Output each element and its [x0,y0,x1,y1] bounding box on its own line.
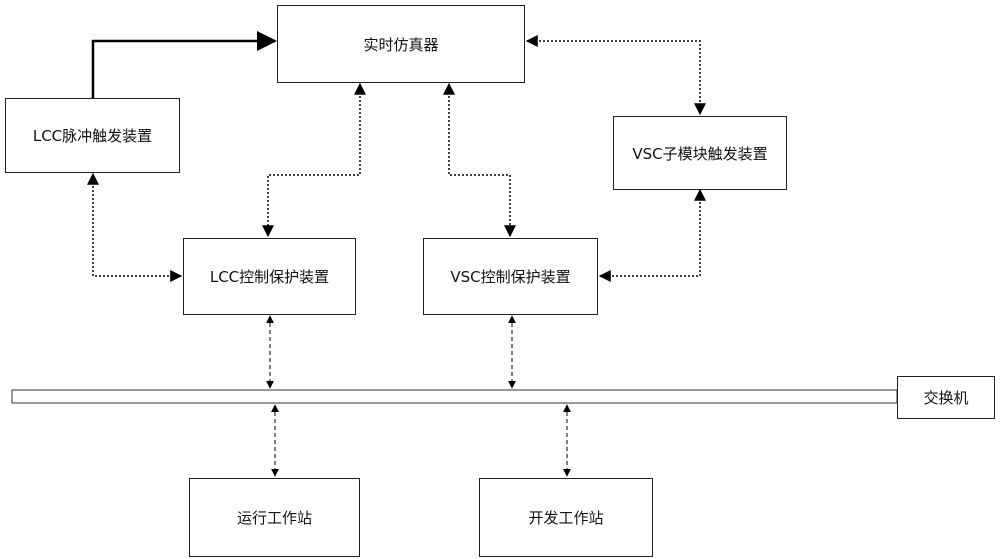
node-vsc-ctrl-label: VSC控制保护装置 [450,268,571,286]
node-vsc-sub-label: VSC子模块触发装置 [632,144,768,163]
node-switch-label: 交换机 [923,389,969,407]
node-lcc-ctrl-label: LCC控制保护装置 [209,268,330,286]
node-simulator-label: 实时仿真器 [363,35,439,54]
edge-lcc-pulse-to-simulator [91,31,277,98]
node-dev-workstation: 开发工作站 [479,478,653,557]
edge-simulator-vsc-ctrl [443,82,516,238]
switch-bus [11,389,898,404]
edge-simulator-vsc-sub [525,35,706,116]
node-run-workstation: 运行工作站 [189,478,360,557]
node-dev-ws-label: 开发工作站 [528,509,604,527]
node-vsc-control-protection: VSC控制保护装置 [423,238,598,315]
edge-vsc-sub-vsc-ctrl [598,188,706,282]
node-vsc-submodule-trigger: VSC子模块触发装置 [613,116,787,190]
edge-lcc-pulse-lcc-ctrl [87,172,183,282]
node-lcc-control-protection: LCC控制保护装置 [183,238,356,315]
node-lcc-pulse-trigger: LCC脉冲触发装置 [5,98,180,173]
node-lcc-pulse-label: LCC脉冲触发装置 [32,127,153,145]
node-run-ws-label: 运行工作站 [236,509,312,527]
edge-simulator-lcc-ctrl [262,82,366,238]
node-switch: 交换机 [897,376,995,419]
node-simulator: 实时仿真器 [277,5,525,83]
